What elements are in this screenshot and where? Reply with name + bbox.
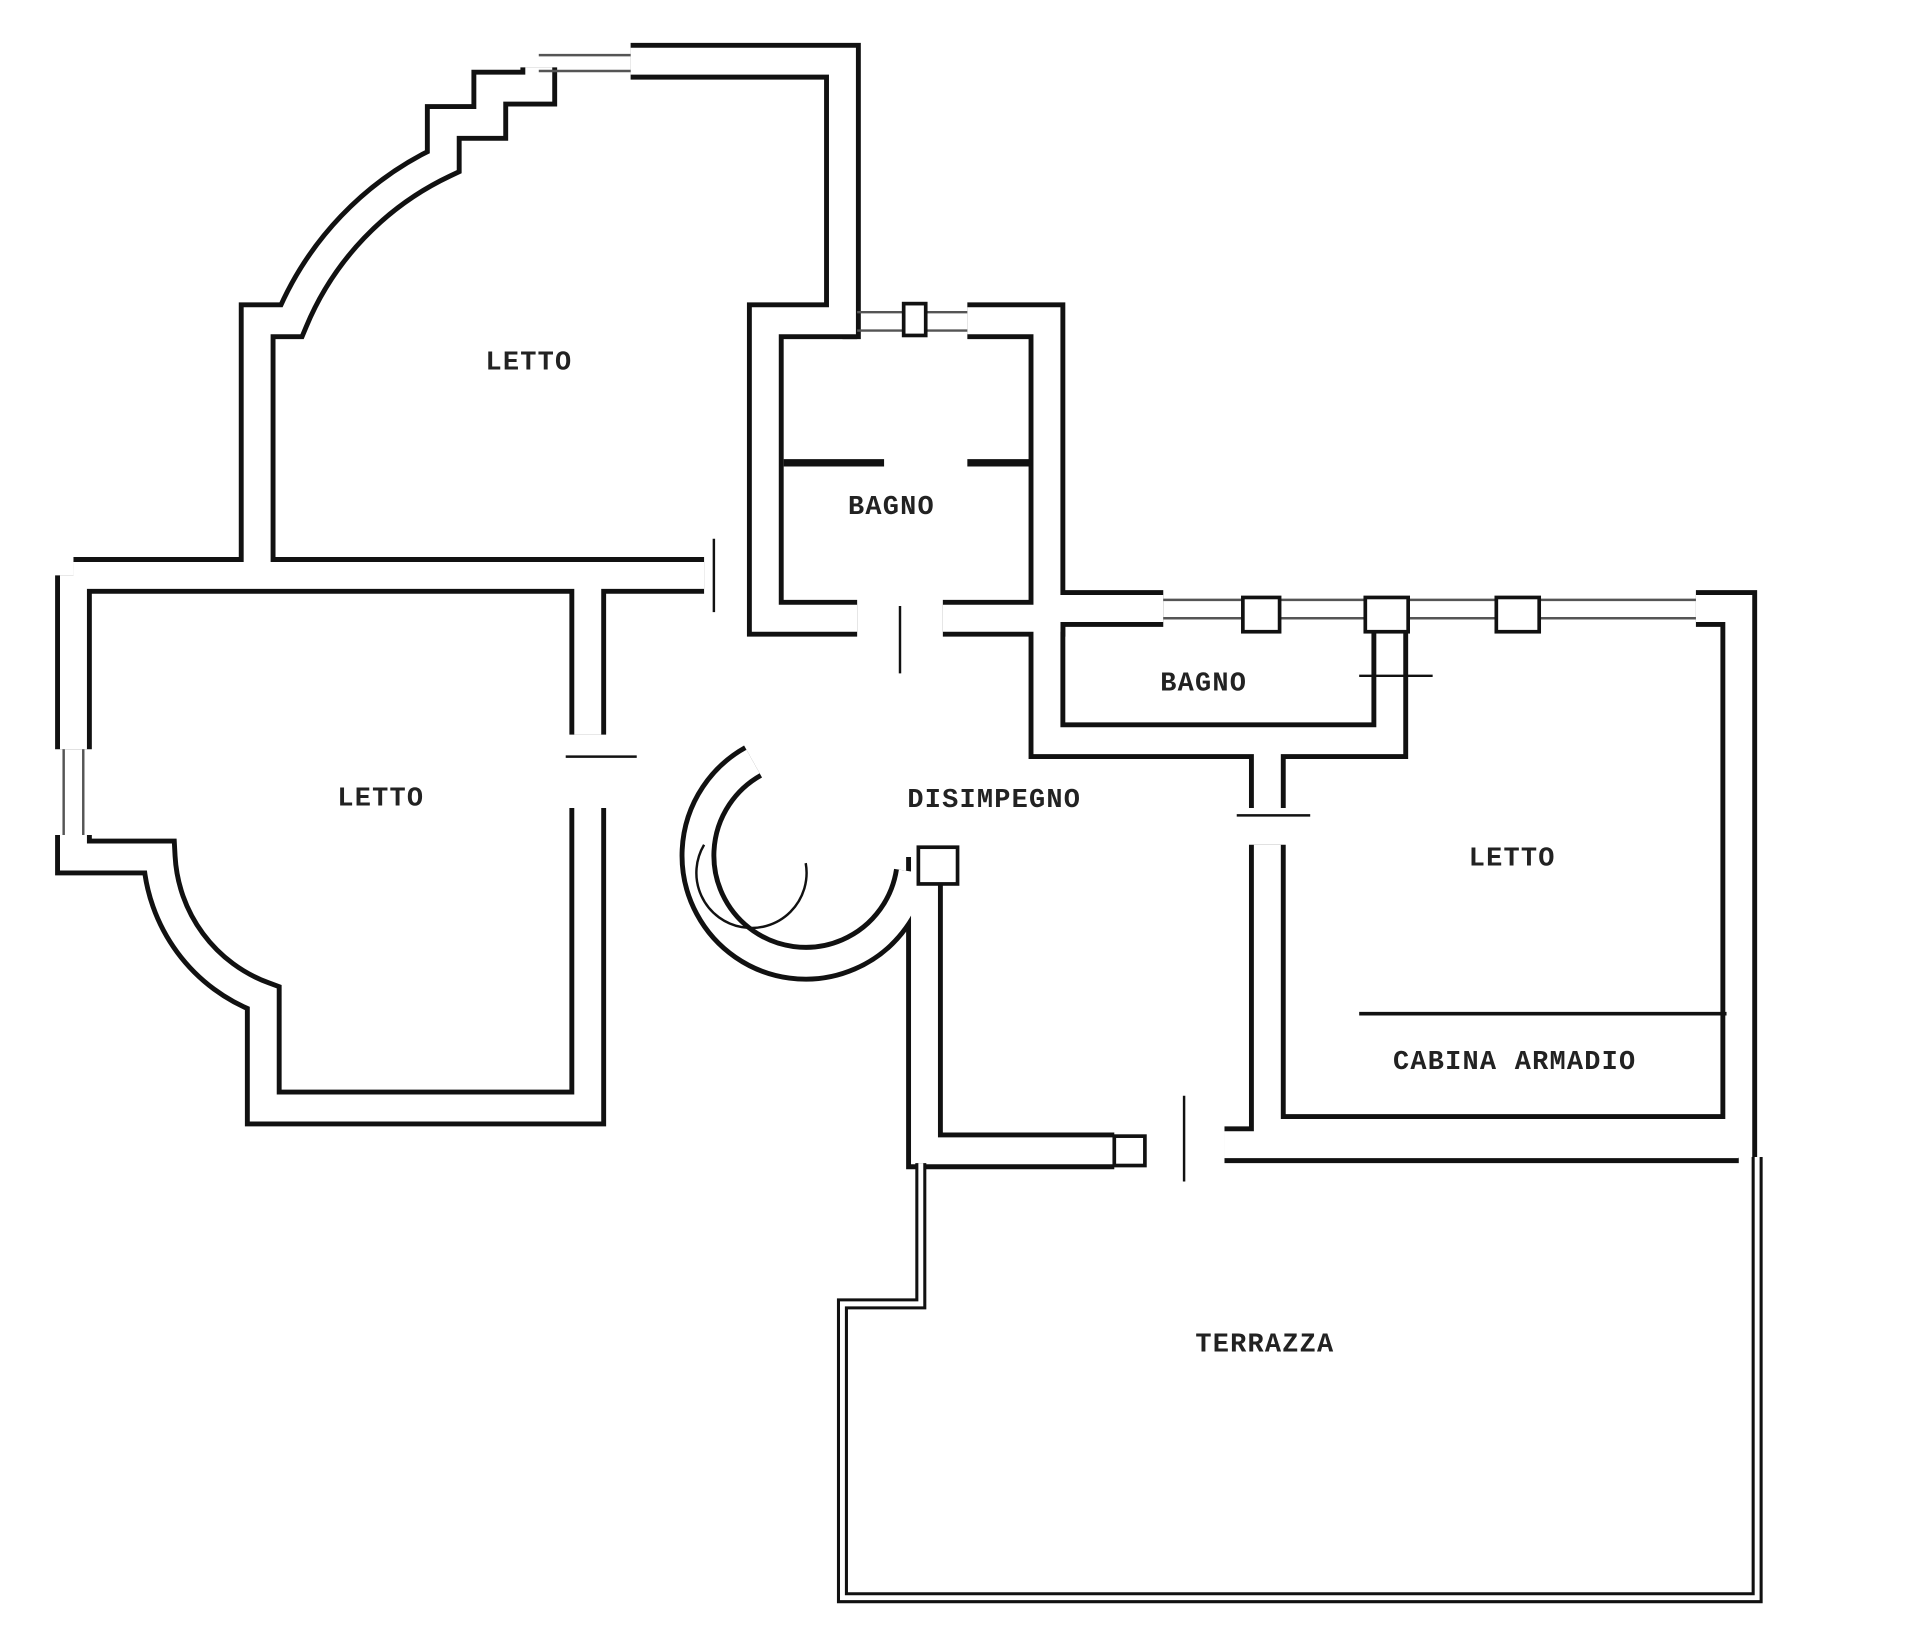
room-label-terrazza: TERRAZZA [1195, 1331, 1334, 1361]
room-label-letto-nord: LETTO [486, 349, 573, 379]
stair-arrow [695, 844, 808, 930]
room-label-cabina-armadio: CABINA ARMADIO [1393, 1048, 1636, 1078]
room-label-letto-ovest: LETTO [337, 785, 424, 815]
room-labels: LETTO BAGNO LETTO DISIMPEGNO BAGNO LETTO… [337, 349, 1636, 1361]
room-label-letto-est: LETTO [1469, 845, 1556, 875]
room-label-bagno-1: BAGNO [848, 493, 935, 523]
windows [62, 53, 1696, 1168]
terrace-railing [836, 1156, 1763, 1604]
walls [55, 42, 1763, 1604]
door-markers [565, 538, 1433, 1182]
room-label-bagno-2: BAGNO [1160, 670, 1247, 700]
room-label-disimpegno: DISIMPEGNO [907, 786, 1081, 816]
